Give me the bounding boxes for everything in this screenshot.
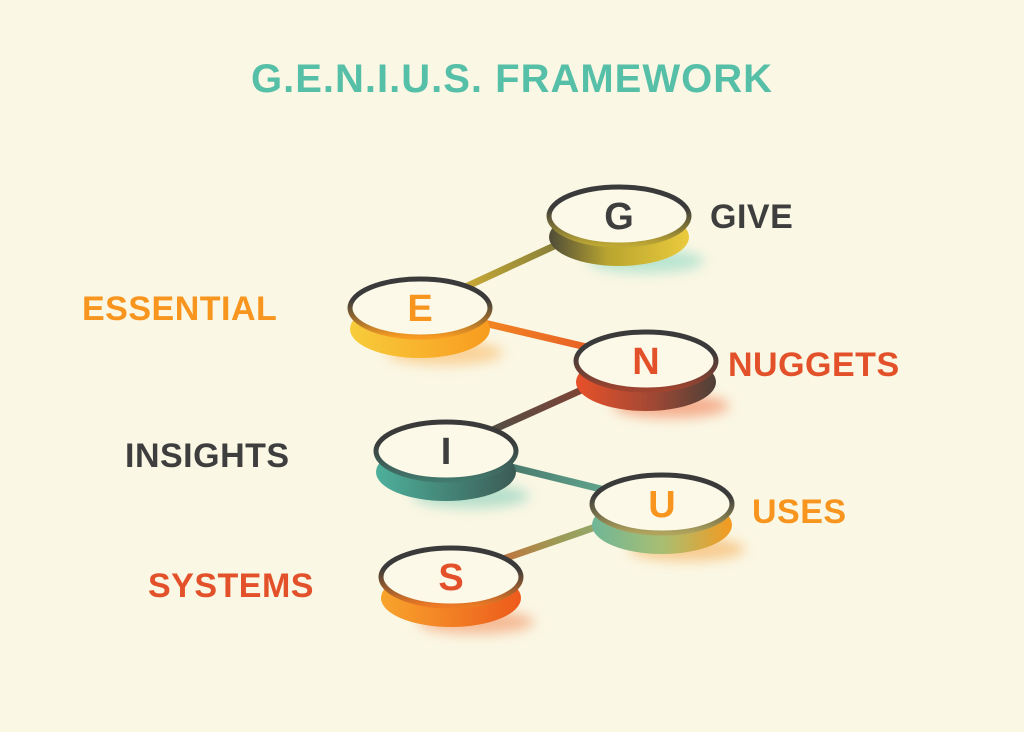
node-u-letter: U <box>648 484 676 526</box>
node-i-label: INSIGHTS <box>125 437 290 475</box>
node-s-label: SYSTEMS <box>148 567 314 605</box>
node-u-face <box>589 472 735 536</box>
node-s-disc <box>378 545 524 627</box>
node-n-letter: N <box>632 341 660 383</box>
node-u-disc <box>589 472 735 554</box>
node-i-disc <box>373 419 519 501</box>
node-g-face <box>546 184 692 248</box>
node-g-letter: G <box>604 196 634 238</box>
node-i-face <box>373 419 519 483</box>
node-e-letter: E <box>407 288 433 330</box>
node-n-label: NUGGETS <box>728 346 900 384</box>
node-n-disc <box>573 329 719 411</box>
node-e-disc <box>347 276 493 358</box>
node-e-label: ESSENTIAL <box>82 290 278 328</box>
node-n-face <box>573 329 719 393</box>
node-g-label: GIVE <box>710 198 794 236</box>
node-i-letter: I <box>440 431 452 473</box>
node-e-face <box>347 276 493 340</box>
node-g-disc <box>546 184 692 266</box>
node-u-label: USES <box>752 493 847 531</box>
node-s-letter: S <box>438 557 464 599</box>
diagram-title: G.E.N.I.U.S. FRAMEWORK <box>251 57 773 101</box>
node-s-face <box>378 545 524 609</box>
